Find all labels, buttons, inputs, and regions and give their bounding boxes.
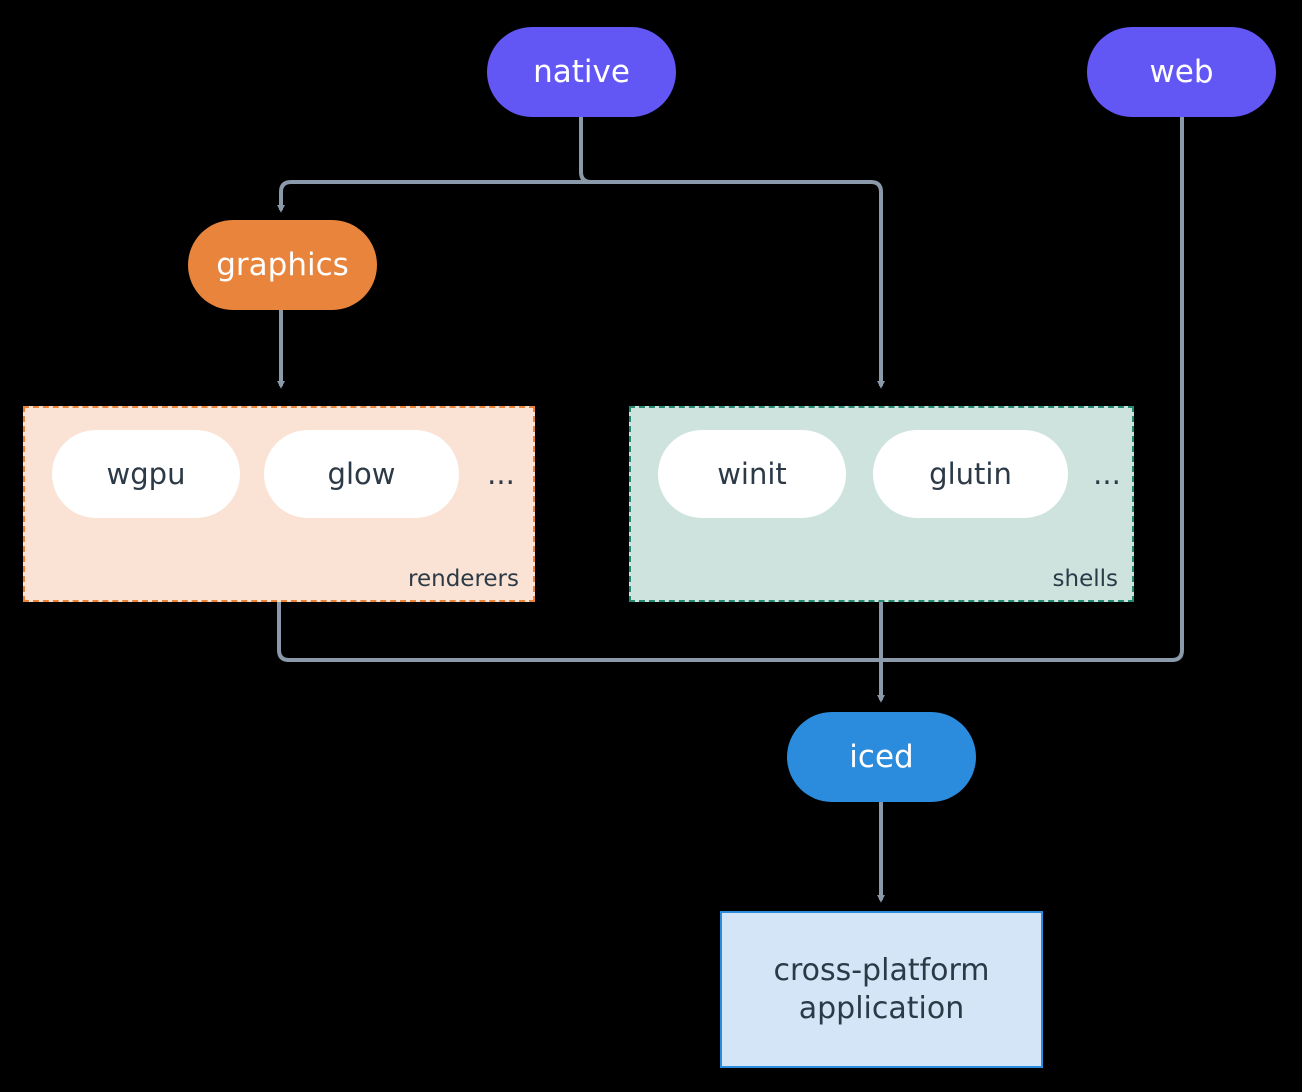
group-renderers: wgpu glow ... renderers — [23, 406, 535, 602]
group-shells-overflow-ellipsis: ... — [1093, 457, 1121, 491]
group-item-wgpu[interactable]: wgpu — [52, 430, 240, 518]
group-item-glow-label: glow — [327, 457, 396, 491]
node-native[interactable]: native — [487, 27, 676, 117]
group-shells: winit glutin ... shells — [629, 406, 1134, 602]
group-item-winit-label: winit — [717, 457, 787, 491]
group-renderers-label: renderers — [408, 566, 519, 592]
node-web[interactable]: web — [1087, 27, 1276, 117]
group-item-glutin[interactable]: glutin — [873, 430, 1068, 518]
group-item-winit[interactable]: winit — [658, 430, 846, 518]
node-application-line1: cross-platform — [773, 953, 990, 988]
node-application[interactable]: cross-platform application — [720, 911, 1043, 1068]
group-renderers-overflow-ellipsis: ... — [487, 457, 515, 491]
group-item-glutin-label: glutin — [929, 457, 1012, 491]
node-iced-label: iced — [849, 738, 914, 775]
node-application-line2: application — [798, 990, 965, 1026]
group-item-glow[interactable]: glow — [264, 430, 459, 518]
edge-native-to-shells — [581, 180, 885, 389]
node-iced[interactable]: iced — [787, 712, 976, 802]
node-native-label: native — [533, 53, 630, 90]
node-graphics-label: graphics — [216, 246, 349, 283]
edge-native-to-graphics — [277, 180, 581, 213]
node-graphics[interactable]: graphics — [188, 220, 377, 310]
edge-native-split — [579, 116, 592, 184]
group-item-wgpu-label: wgpu — [106, 457, 186, 491]
node-web-label: web — [1149, 53, 1214, 90]
group-shells-label: shells — [1052, 566, 1118, 592]
edge-renderers-to-iced — [277, 602, 881, 662]
